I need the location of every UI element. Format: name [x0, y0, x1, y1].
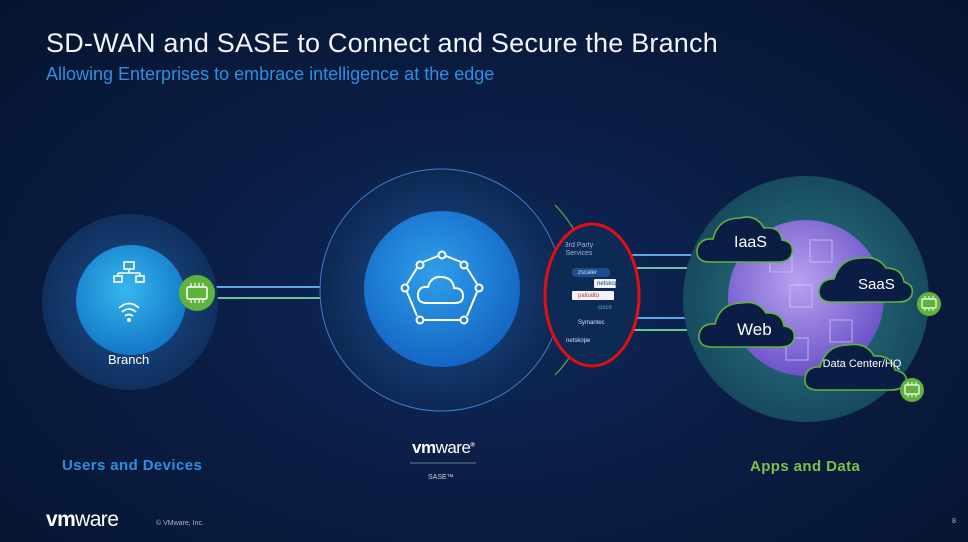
- cloud-hub-icon: [400, 250, 484, 325]
- footer-logo-bold: vm: [46, 508, 76, 531]
- branch-inner-circle: [76, 245, 186, 355]
- slide-title: SD-WAN and SASE to Connect and Secure th…: [46, 28, 718, 58]
- vmware-logo-thin: ware: [435, 438, 471, 457]
- saas-cloud: [818, 256, 914, 303]
- partner-logo-4: cisco: [598, 305, 612, 311]
- partner-logo-6: netskope: [566, 338, 591, 344]
- partner-logo-3: paloalto: [578, 293, 600, 299]
- branch-hub-links: [214, 286, 332, 299]
- third-party-label: 3rd Party Services: [564, 242, 594, 257]
- vmware-sase-logo: vmware®: [412, 438, 475, 458]
- apps-data-label: Apps and Data: [750, 458, 861, 475]
- footer-vmware-logo: vmware: [46, 508, 119, 532]
- saas-edge-chip-icon: [917, 292, 941, 316]
- vmware-logo-bold: vm: [412, 438, 436, 457]
- slide-subtitle: Allowing Enterprises to embrace intellig…: [46, 64, 495, 84]
- sase-product-label: SASE™: [428, 474, 454, 481]
- iaas-label: IaaS: [734, 234, 767, 251]
- web-label: Web: [737, 320, 772, 339]
- copyright-text: © VMware, Inc.: [156, 520, 204, 527]
- partner-logo-5: Symantec: [578, 320, 605, 326]
- partner-logo-2: netskope: [597, 281, 622, 287]
- users-devices-label: Users and Devices: [62, 457, 203, 474]
- network-icon: [113, 261, 145, 283]
- saas-label: SaaS: [858, 276, 895, 293]
- page-number: 8: [952, 518, 956, 525]
- web-cloud: [698, 301, 796, 348]
- partner-logo-badges: [572, 268, 616, 327]
- iaas-cloud: [696, 216, 794, 263]
- branch-label: Branch: [108, 352, 150, 367]
- dc-edge-chip-icon: [900, 378, 924, 402]
- footer-logo-thin: ware: [75, 508, 119, 531]
- datacenter-label: Data Center/HQ: [822, 358, 902, 370]
- wifi-icon: [118, 302, 140, 322]
- sase-inner-circle: [364, 211, 520, 367]
- partner-logo-1: zscaler: [578, 270, 598, 276]
- branch-edge-chip-icon: [179, 275, 215, 311]
- vmware-logo-mark: ®: [470, 442, 475, 449]
